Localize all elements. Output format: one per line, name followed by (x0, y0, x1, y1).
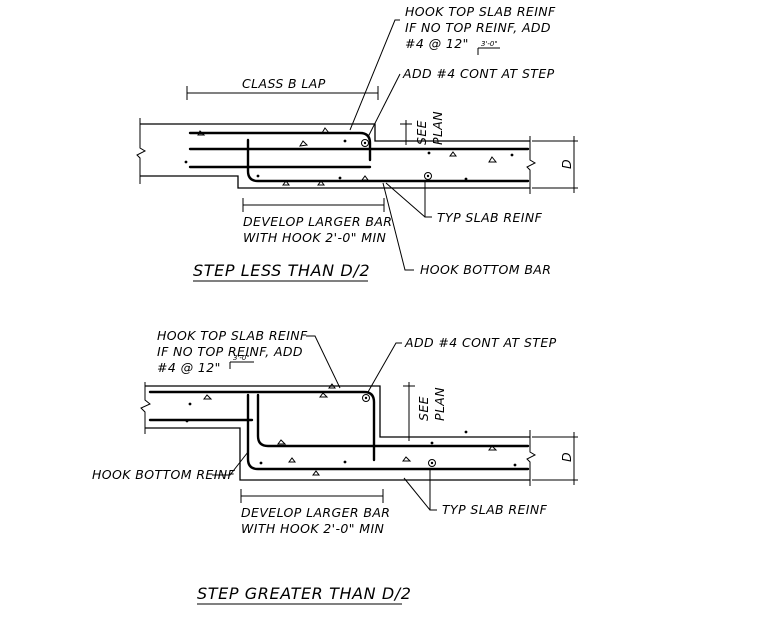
slab-outline-top (136, 118, 537, 194)
note-typ-slab: TYP SLAB REINF (442, 502, 548, 517)
note-hook-top-spacing: 3'-0" (481, 40, 498, 48)
note-see-plan-2: PLAN (432, 387, 447, 421)
note-hook-bottom: HOOK BOTTOM BAR (420, 262, 551, 277)
note-see-plan-1: SEE (416, 396, 431, 421)
note-typ-slab: TYP SLAB REINF (437, 210, 543, 225)
note-develop-1: DEVELOP LARGER BAR (243, 214, 392, 229)
note-develop-2: WITH HOOK 2'-0" MIN (241, 521, 385, 536)
note-add-bar: ADD #4 CONT AT STEP (404, 335, 557, 350)
note-hook-bottom: HOOK BOTTOM REINF (92, 467, 236, 482)
note-depth: D (559, 452, 574, 462)
detail-step-greater-than-half-d: HOOK TOP SLAB REINF IF NO TOP REINF, ADD… (92, 328, 578, 605)
rebar-top-detail (188, 131, 530, 183)
dimensions-top (186, 47, 578, 212)
note-class-b-lap: CLASS B LAP (242, 76, 326, 91)
note-see-plan-1: SEE (414, 120, 429, 145)
note-develop-1: DEVELOP LARGER BAR (241, 505, 390, 520)
rebar-bottom-detail (148, 390, 530, 471)
note-see-plan-2: PLAN (430, 111, 445, 145)
title-step-less: STEP LESS THAN D/2 (193, 261, 370, 280)
detail-step-less-than-half-d: HOOK TOP SLAB REINF IF NO TOP REINF, ADD… (136, 4, 578, 282)
note-hook-top-line1: HOOK TOP SLAB REINF (157, 328, 308, 343)
note-develop-2: WITH HOOK 2'-0" MIN (243, 230, 387, 245)
note-add-bar: ADD #4 CONT AT STEP (402, 66, 555, 81)
note-hook-top-spacing: 3'-0" (233, 354, 250, 362)
note-hook-top-line3: #4 @ 12" (405, 36, 469, 51)
note-hook-top-line2: IF NO TOP REINF, ADD (405, 20, 551, 35)
note-hook-top-line3: #4 @ 12" (157, 360, 221, 375)
note-hook-top-line1: HOOK TOP SLAB REINF (405, 4, 556, 19)
title-step-greater: STEP GREATER THAN D/2 (197, 584, 412, 603)
slab-outline-bottom (140, 382, 537, 486)
dimensions-bottom (229, 361, 578, 503)
leaders-bottom (212, 335, 437, 511)
leaders-top (349, 19, 432, 271)
note-hook-top-line2: IF NO TOP REINF, ADD (157, 344, 303, 359)
note-depth: D (559, 159, 574, 169)
